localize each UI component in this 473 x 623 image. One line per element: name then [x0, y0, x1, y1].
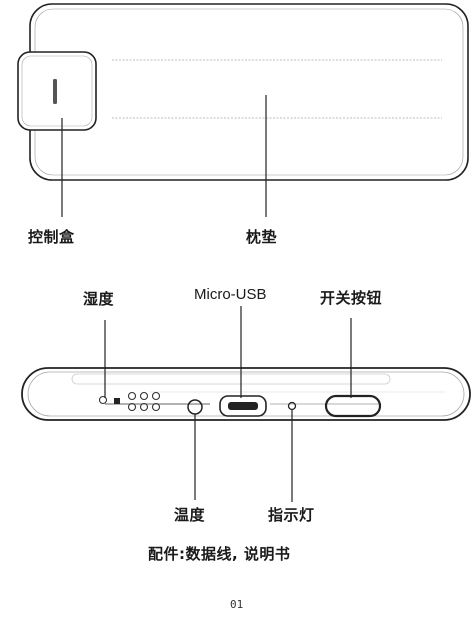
control-box-slot	[53, 79, 57, 104]
label-power-button: 开关按钮	[320, 289, 383, 307]
micro-usb-port	[219, 395, 267, 417]
pillow-side-view	[21, 367, 471, 421]
label-humidity: 湿度	[83, 290, 115, 308]
label-control-box: 控制盒	[28, 228, 75, 246]
pillow-top-view	[17, 3, 469, 181]
control-box-shape	[17, 51, 97, 131]
page-number: 01	[230, 598, 244, 611]
temperature-sensor	[187, 399, 203, 415]
label-indicator: 指示灯	[268, 506, 315, 524]
power-button-shape	[324, 394, 382, 418]
label-pillow: 枕垫	[246, 228, 278, 246]
indicator-light	[287, 401, 297, 411]
label-temperature: 温度	[174, 506, 206, 524]
accessories-note: 配件:数据线, 说明书	[148, 545, 291, 563]
label-micro-usb: Micro-USB	[194, 286, 267, 303]
humidity-sensor-holes	[98, 391, 161, 412]
